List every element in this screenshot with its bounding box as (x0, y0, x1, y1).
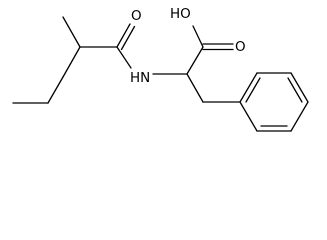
bond-c5-c4 (47, 76, 64, 104)
chemical-structure: O HN HO O (12, 6, 309, 132)
bond-amide-co-2 (120, 25, 136, 51)
bond-c4-c3 (62, 46, 81, 78)
hydroxyl-label: HO (170, 6, 191, 22)
amide-nitrogen-label: HN (130, 70, 150, 86)
bond-amide-co-1 (116, 23, 131, 48)
ring-bond-4 (290, 101, 309, 132)
ring-inner-bond-a (245, 77, 261, 103)
ring-bond-3 (290, 72, 309, 103)
ring-inner-bond-b (287, 77, 303, 103)
phenyl-ring (239, 72, 309, 132)
bond-calpha-ch2 (186, 73, 204, 103)
bond-c3-methyl (62, 16, 81, 48)
carboxyl-oxygen-label: O (235, 39, 246, 55)
bond-carbonyl-n (116, 46, 132, 69)
ring-bond-1 (239, 72, 258, 103)
bond-cooh-oh (192, 25, 204, 48)
ring-bond-6 (239, 101, 258, 132)
amide-oxygen-label: O (131, 8, 142, 24)
bond-calpha-cooh (186, 46, 204, 75)
